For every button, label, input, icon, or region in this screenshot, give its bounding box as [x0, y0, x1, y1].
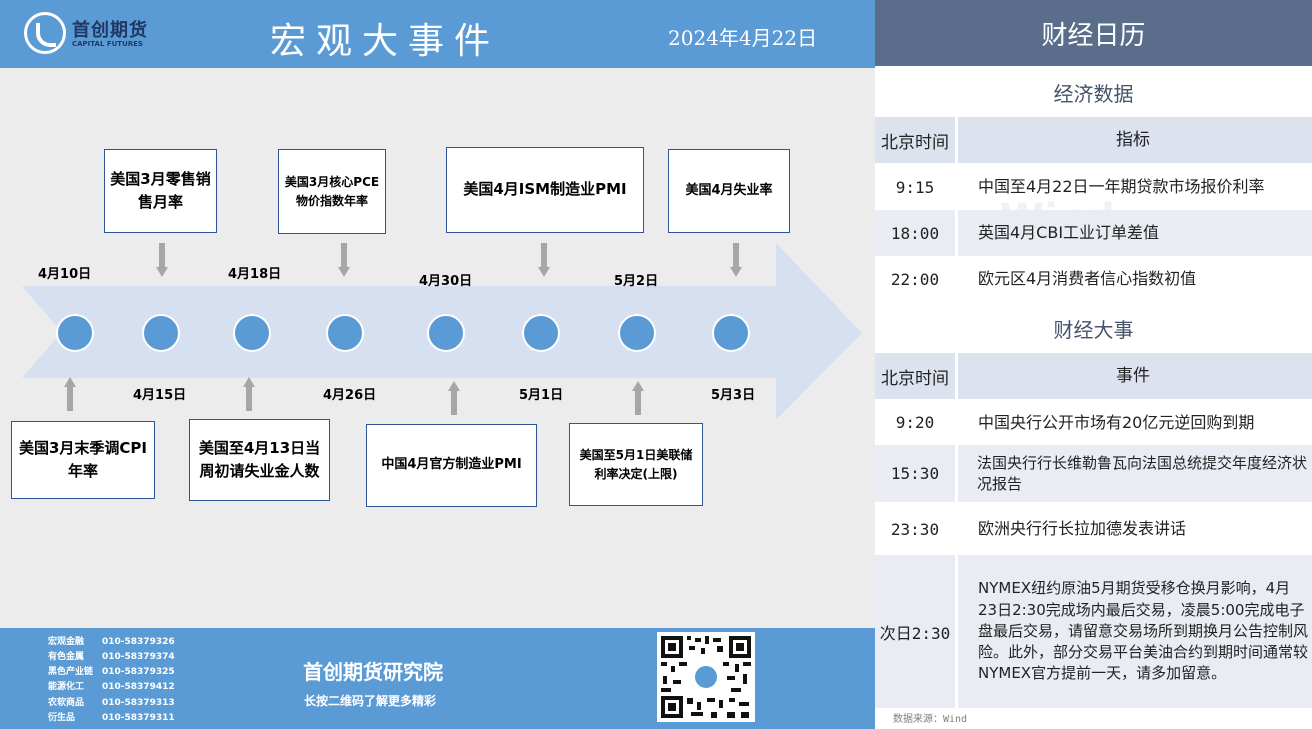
event-label: 美国4月ISM制造业PMI: [463, 180, 627, 199]
date-label: 5月1日: [519, 388, 564, 403]
event-label: 中国4月官方制造业PMI: [381, 457, 522, 473]
row-item: 法国央行行长维勒鲁瓦向法国总统提交年度经济状况报告: [958, 445, 1312, 502]
date-label: 4月26日: [323, 388, 377, 403]
table-row: 22:00 欧元区4月消费者信心指数初值: [875, 256, 1312, 302]
events-header-time: 北京时间: [875, 353, 955, 399]
timeline-node: [522, 314, 560, 352]
event-box-unemployment: 美国4月失业率: [668, 149, 790, 233]
institute-slogan: 长按二维码了解更多精彩: [304, 694, 437, 708]
event-box-fed-rate: 美国至5月1日美联储利率决定(上限): [569, 423, 703, 506]
row-time: 18:00: [875, 210, 955, 256]
event-box-retail-sales: 美国3月零售销售月率: [104, 149, 217, 233]
table-row: 18:00 英国4月CBI工业订单差值: [875, 210, 1312, 256]
row-item: 中国央行公开市场有20亿元逆回购到期: [978, 412, 1255, 432]
econ-table-header: 北京时间 指标: [875, 117, 1312, 163]
event-box-ism-pmi: 美国4月ISM制造业PMI: [446, 147, 644, 233]
date-label: 5月3日: [711, 388, 756, 403]
timeline-node: [56, 314, 94, 352]
page-title: 宏观大事件: [270, 21, 501, 62]
page-date: 2024年4月22日: [668, 26, 818, 50]
events-section-title: 财经大事: [1053, 318, 1134, 342]
date-label: 5月2日: [614, 274, 659, 289]
down-arrow-icon: [338, 243, 350, 277]
qr-code-icon[interactable]: [657, 632, 755, 722]
down-arrow-icon: [538, 243, 550, 277]
econ-header-item: 指标: [958, 117, 1312, 163]
logo-mark-icon: [24, 12, 66, 54]
event-label: 美国3月核心PCE物价指数年率: [284, 174, 380, 208]
econ-data-section-title: 经济数据: [1053, 82, 1134, 106]
table-row: 9:15 中国至4月22日一年期贷款市场报价利率: [875, 164, 1312, 210]
event-box-core-pce: 美国3月核心PCE物价指数年率: [278, 149, 386, 234]
company-logo: 首创期货 CAPITAL FUTURES: [24, 10, 164, 56]
event-label: 美国至4月13日当周初请失业金人数: [198, 438, 321, 480]
row-item: NYMEX纽约原油5月期货受移仓换月影响，4月23日2:30完成场内最后交易，凌…: [958, 555, 1312, 708]
table-row: 9:20 中国央行公开市场有20亿元逆回购到期: [875, 400, 1312, 445]
row-item: 欧元区4月消费者信心指数初值: [978, 269, 1197, 289]
table-row: 次日2:30 NYMEX纽约原油5月期货受移仓换月影响，4月23日2:30完成场…: [875, 555, 1312, 708]
up-arrow-icon: [632, 381, 644, 415]
row-item: 英国4月CBI工业订单差值: [958, 210, 1312, 256]
date-label: 4月30日: [419, 274, 473, 289]
econ-header-time: 北京时间: [875, 117, 955, 163]
down-arrow-icon: [156, 243, 168, 277]
events-table-header: 北京时间 事件: [875, 353, 1312, 399]
table-row: 23:30 欧洲央行行长拉加德发表讲话: [875, 505, 1312, 553]
event-box-jobless-claims: 美国至4月13日当周初请失业金人数: [189, 419, 330, 501]
calendar-title-text: 财经日历: [1041, 20, 1146, 51]
table-row: 15:30 法国央行行长维勒鲁瓦向法国总统提交年度经济状况报告: [875, 445, 1312, 502]
financial-calendar-panel: 财经日历 Wind Wind 经济数据 北京时间 指标 9:15 中国至4月22…: [875, 0, 1312, 729]
up-arrow-icon: [243, 377, 255, 411]
timeline-node: [142, 314, 180, 352]
calendar-title: 财经日历: [875, 0, 1312, 66]
institute-name: 首创期货研究院: [303, 660, 443, 684]
timeline-node: [326, 314, 364, 352]
row-time: 9:15: [895, 177, 935, 197]
macro-events-panel: 首创期货 CAPITAL FUTURES 宏观大事件 2024年4月22日 美国…: [0, 0, 875, 729]
event-label: 美国3月零售销售月率: [110, 169, 211, 211]
data-source: 数据来源：Wind: [893, 714, 968, 725]
event-box-china-pmi: 中国4月官方制造业PMI: [366, 424, 537, 507]
row-time: 15:30: [875, 445, 955, 502]
logo-cn-text: 首创期货: [72, 20, 148, 41]
event-label: 美国至5月1日美联储利率决定(上限): [579, 447, 693, 481]
timeline-arrow: [22, 243, 862, 420]
events-header-item: 事件: [958, 353, 1312, 399]
date-label: 4月15日: [133, 388, 187, 403]
date-label: 4月18日: [228, 267, 282, 282]
row-item: 欧洲央行行长拉加德发表讲话: [978, 519, 1187, 539]
timeline-node: [618, 314, 656, 352]
logo-en-text: CAPITAL FUTURES: [72, 40, 143, 48]
left-header: 首创期货 CAPITAL FUTURES 宏观大事件 2024年4月22日: [0, 0, 875, 68]
up-arrow-icon: [448, 381, 460, 415]
timeline-node: [712, 314, 750, 352]
row-time: 9:20: [895, 413, 935, 432]
timeline-node: [233, 314, 271, 352]
row-time: 次日2:30: [875, 555, 955, 708]
up-arrow-icon: [64, 377, 76, 411]
event-box-cpi: 美国3月末季调CPI年率: [11, 421, 155, 499]
down-arrow-icon: [730, 243, 742, 277]
timeline-node: [427, 314, 465, 352]
event-label: 美国3月末季调CPI年率: [18, 438, 148, 480]
event-label: 美国4月失业率: [685, 182, 773, 198]
date-label: 4月10日: [38, 267, 92, 282]
row-time: 23:30: [890, 519, 940, 539]
row-item: 中国至4月22日一年期贷款市场报价利率: [978, 177, 1265, 197]
row-time: 22:00: [890, 269, 940, 289]
